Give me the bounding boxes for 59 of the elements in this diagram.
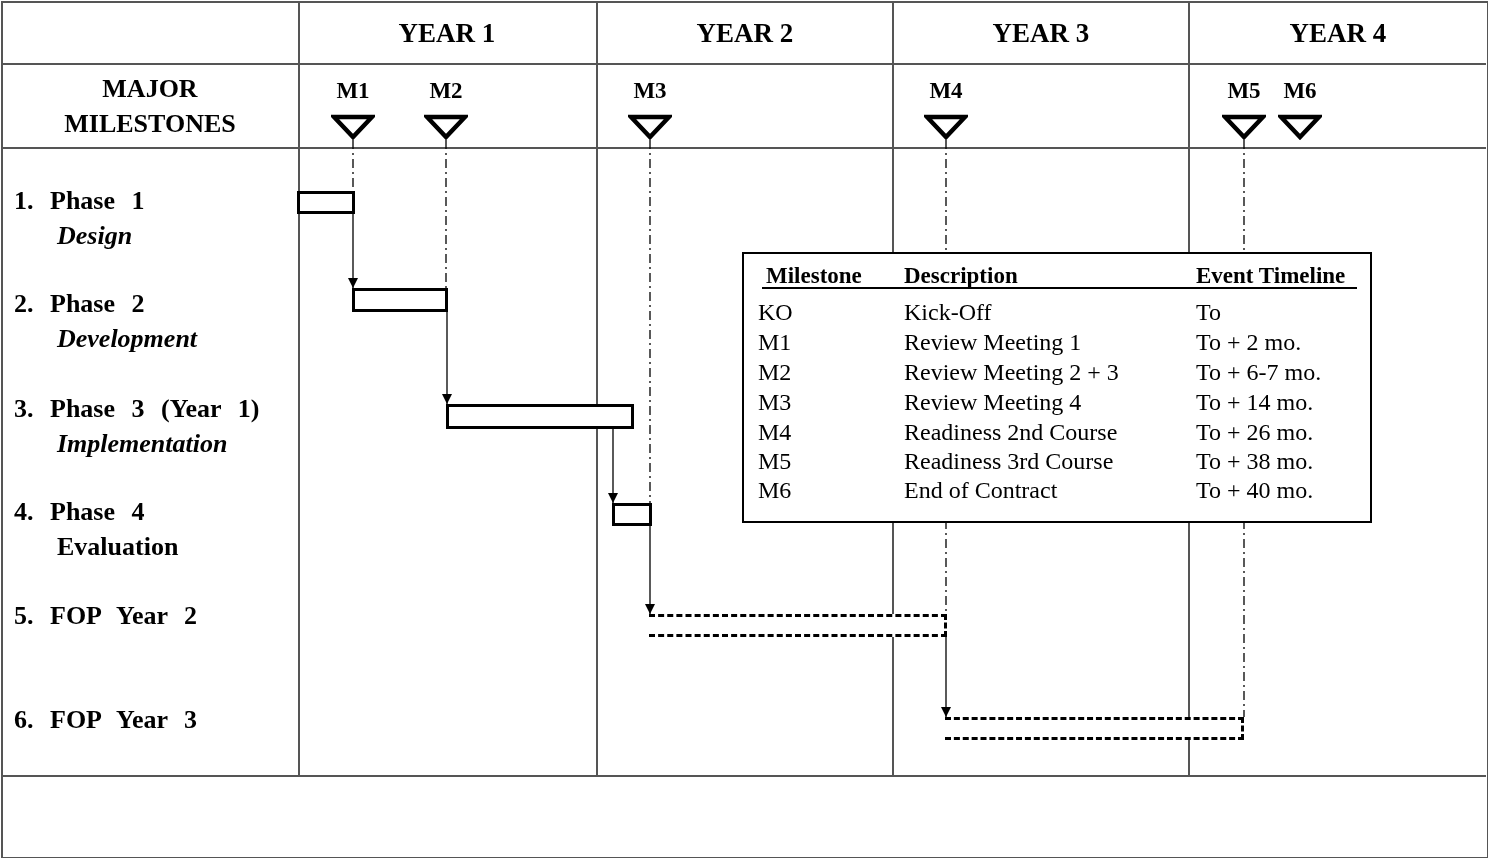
milestone-label: M1 [335, 78, 371, 104]
phase-label: 4. Phase 4 [14, 497, 145, 527]
phase-label: 3. Phase 3 (Year 1) [14, 394, 260, 424]
table-cell: To + 38 mo. [1196, 447, 1314, 475]
task-bar [446, 404, 634, 429]
milestone-label: M3 [632, 78, 668, 104]
phase-label: 6. FOP Year 3 [14, 705, 198, 735]
table-cell: M5 [758, 447, 792, 475]
task-bar [649, 614, 947, 637]
table-cell: KO [758, 298, 793, 326]
table-cell: M3 [758, 388, 792, 416]
table-header: Milestone [766, 263, 862, 289]
milestone-label: M6 [1282, 78, 1318, 104]
table-cell: M2 [758, 358, 792, 386]
table-cell: End of Contract [904, 476, 1058, 504]
milestone-label: M5 [1226, 78, 1262, 104]
table-cell: To + 2 mo. [1196, 328, 1302, 356]
table-cell: Readiness 3rd Course [904, 447, 1114, 475]
table-cell: M6 [758, 476, 792, 504]
column-header: YEAR 2 [696, 17, 794, 49]
table-header: Event Timeline [1196, 263, 1346, 289]
leader-line [445, 139, 447, 289]
arrow [348, 213, 358, 289]
milestone-label: M4 [928, 78, 964, 104]
table-cell: To + 6-7 mo. [1196, 358, 1322, 386]
arrow [608, 428, 618, 504]
phase-subtitle: Implementation [57, 429, 228, 459]
arrow [941, 636, 951, 718]
leader-line [1243, 139, 1245, 718]
column-header: YEAR 3 [992, 17, 1090, 49]
phase-label: 2. Phase 2 [14, 289, 145, 319]
phase-subtitle: Development [57, 324, 198, 354]
row-header: MAJOR MILESTONES [63, 73, 237, 140]
phase-subtitle: Evaluation [57, 532, 179, 562]
table-cell: M4 [758, 418, 792, 446]
column-header: YEAR 1 [398, 17, 496, 49]
table-cell: M1 [758, 328, 792, 356]
table-cell: Readiness 2nd Course [904, 418, 1118, 446]
leader-line [649, 139, 651, 504]
phase-subtitle: Design [57, 221, 133, 251]
milestone-label: M2 [428, 78, 464, 104]
task-bar [352, 288, 448, 312]
task-bar [612, 503, 652, 526]
table-cell: To + 14 mo. [1196, 388, 1314, 416]
arrow [442, 311, 452, 405]
phase-label: 1. Phase 1 [14, 186, 145, 216]
table-header: Description [904, 263, 1018, 289]
table-cell: Kick-Off [904, 298, 992, 326]
table-cell: To + 26 mo. [1196, 418, 1314, 446]
table-cell: To + 40 mo. [1196, 476, 1314, 504]
table-cell: To [1196, 298, 1221, 326]
table-cell: Review Meeting 2 + 3 [904, 358, 1119, 386]
table-cell: Review Meeting 1 [904, 328, 1082, 356]
task-bar [945, 717, 1244, 740]
task-bar [297, 191, 355, 214]
table-cell: Review Meeting 4 [904, 388, 1082, 416]
phase-label: 5. FOP Year 2 [14, 601, 198, 631]
column-header: YEAR 4 [1289, 17, 1387, 49]
arrow [645, 525, 655, 615]
